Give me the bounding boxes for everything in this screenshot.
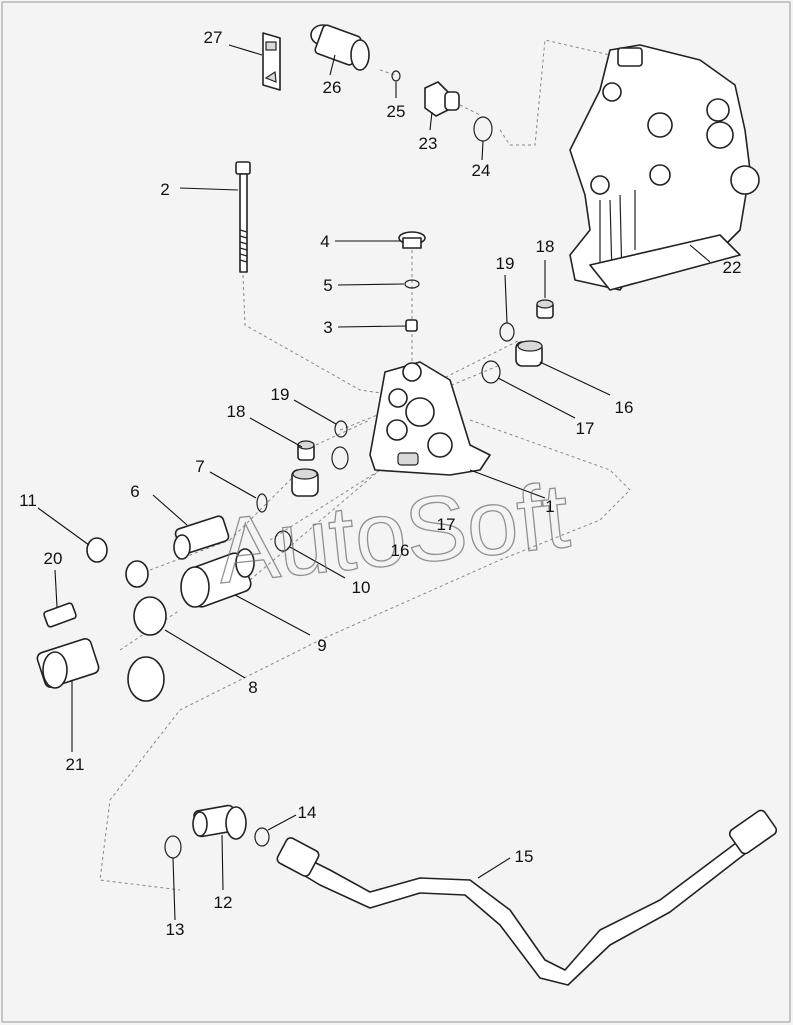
part-20-screw [43, 602, 77, 628]
callout-18-left: 18 [227, 402, 246, 421]
callout-16-left: 16 [391, 541, 410, 560]
part-19-o-ring-right [499, 322, 515, 342]
watermark: AutoSoft [212, 465, 574, 603]
callout-10: 10 [352, 578, 371, 597]
callout-23: 23 [419, 134, 438, 153]
callout-8: 8 [248, 678, 257, 697]
part-13-o-ring [164, 835, 182, 859]
part-2-bolt [235, 161, 251, 273]
part-18-plug-left [297, 440, 315, 461]
part-5-o-ring [404, 279, 420, 289]
callout-14: 14 [298, 803, 317, 822]
part-27-decal [262, 32, 281, 91]
part-11-seal-rings [86, 537, 149, 588]
callout-21: 21 [66, 755, 85, 774]
part-25-o-ring [391, 70, 401, 82]
part-9-fitting [180, 548, 255, 608]
part-3-jet [405, 319, 418, 332]
callout-19-left: 19 [271, 385, 290, 404]
callout-9: 9 [317, 636, 326, 655]
part-14-o-ring [254, 827, 270, 847]
part-16-plug-left [291, 468, 319, 497]
callout-20: 20 [44, 549, 63, 568]
part-26-cartridge [310, 24, 370, 71]
callout-4: 4 [320, 232, 329, 251]
callout-13: 13 [166, 920, 185, 939]
part-17-o-ring-right [481, 360, 501, 384]
callout-15: 15 [515, 847, 534, 866]
part-12-elbow [192, 804, 247, 840]
part-21-fitting [36, 637, 100, 689]
callout-17-left: 17 [437, 515, 456, 534]
leader-lines [37, 44, 711, 921]
part-23-plug [424, 81, 460, 117]
part-8-seal-rings [127, 596, 167, 702]
callout-labels: 27 26 25 23 24 2 4 5 3 19 18 22 16 17 19… [19, 28, 741, 939]
part-18-plug-right [536, 299, 554, 319]
part-24-o-ring [473, 116, 493, 142]
callout-2: 2 [160, 180, 169, 199]
callout-22: 22 [723, 258, 742, 277]
callout-7: 7 [195, 457, 204, 476]
part-6-adapter [173, 515, 230, 560]
part-19-o-ring-left [334, 420, 348, 438]
callout-19-right: 19 [496, 254, 515, 273]
callout-1: 1 [545, 497, 554, 516]
part-10-o-ring [274, 530, 292, 552]
callout-6: 6 [130, 482, 139, 501]
part-15-pipe [276, 809, 778, 986]
part-16-plug-right [515, 340, 543, 367]
callout-17-right: 17 [576, 419, 595, 438]
part-22-valve-body [569, 44, 760, 291]
part-1-manifold-block [369, 361, 491, 476]
callout-11: 11 [19, 491, 37, 510]
part-17-o-ring-left [331, 446, 349, 470]
callout-3: 3 [323, 318, 332, 337]
part-4-plug [398, 231, 426, 249]
callout-16-right: 16 [615, 398, 634, 417]
callout-5: 5 [323, 276, 332, 295]
callout-25: 25 [387, 102, 406, 121]
callout-18-right: 18 [536, 237, 555, 256]
callout-27: 27 [204, 28, 223, 47]
callout-26: 26 [323, 78, 342, 97]
part-7-o-ring [256, 493, 268, 513]
callout-12: 12 [214, 893, 233, 912]
callout-24: 24 [472, 161, 491, 180]
